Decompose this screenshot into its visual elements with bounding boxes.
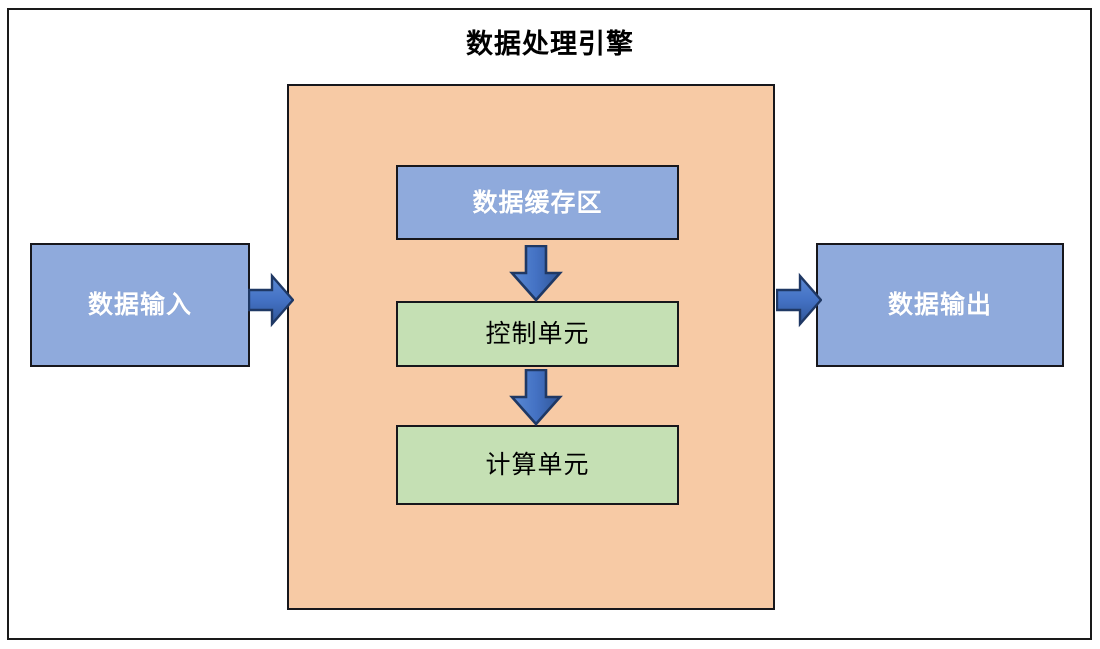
arrow-right-input-to-engine [248, 272, 294, 328]
page-title: 数据处理引擎 [466, 29, 634, 59]
arrow-down-control-to-compute [508, 369, 564, 426]
node-data-input-label: 数据输入 [87, 291, 192, 319]
node-compute-unit[interactable]: 计算单元 [396, 425, 679, 505]
node-data-output-label: 数据输出 [887, 291, 992, 319]
node-compute-unit-label: 计算单元 [485, 451, 590, 479]
arrow-down-cache-to-control [508, 245, 564, 302]
node-data-cache-label: 数据缓存区 [472, 188, 603, 217]
node-data-cache[interactable]: 数据缓存区 [396, 165, 679, 240]
node-data-input[interactable]: 数据输入 [30, 243, 250, 367]
node-control-unit[interactable]: 控制单元 [396, 301, 679, 367]
arrow-right-engine-to-output [776, 272, 822, 328]
node-control-unit-label: 控制单元 [485, 320, 590, 348]
node-data-output[interactable]: 数据输出 [816, 243, 1064, 367]
